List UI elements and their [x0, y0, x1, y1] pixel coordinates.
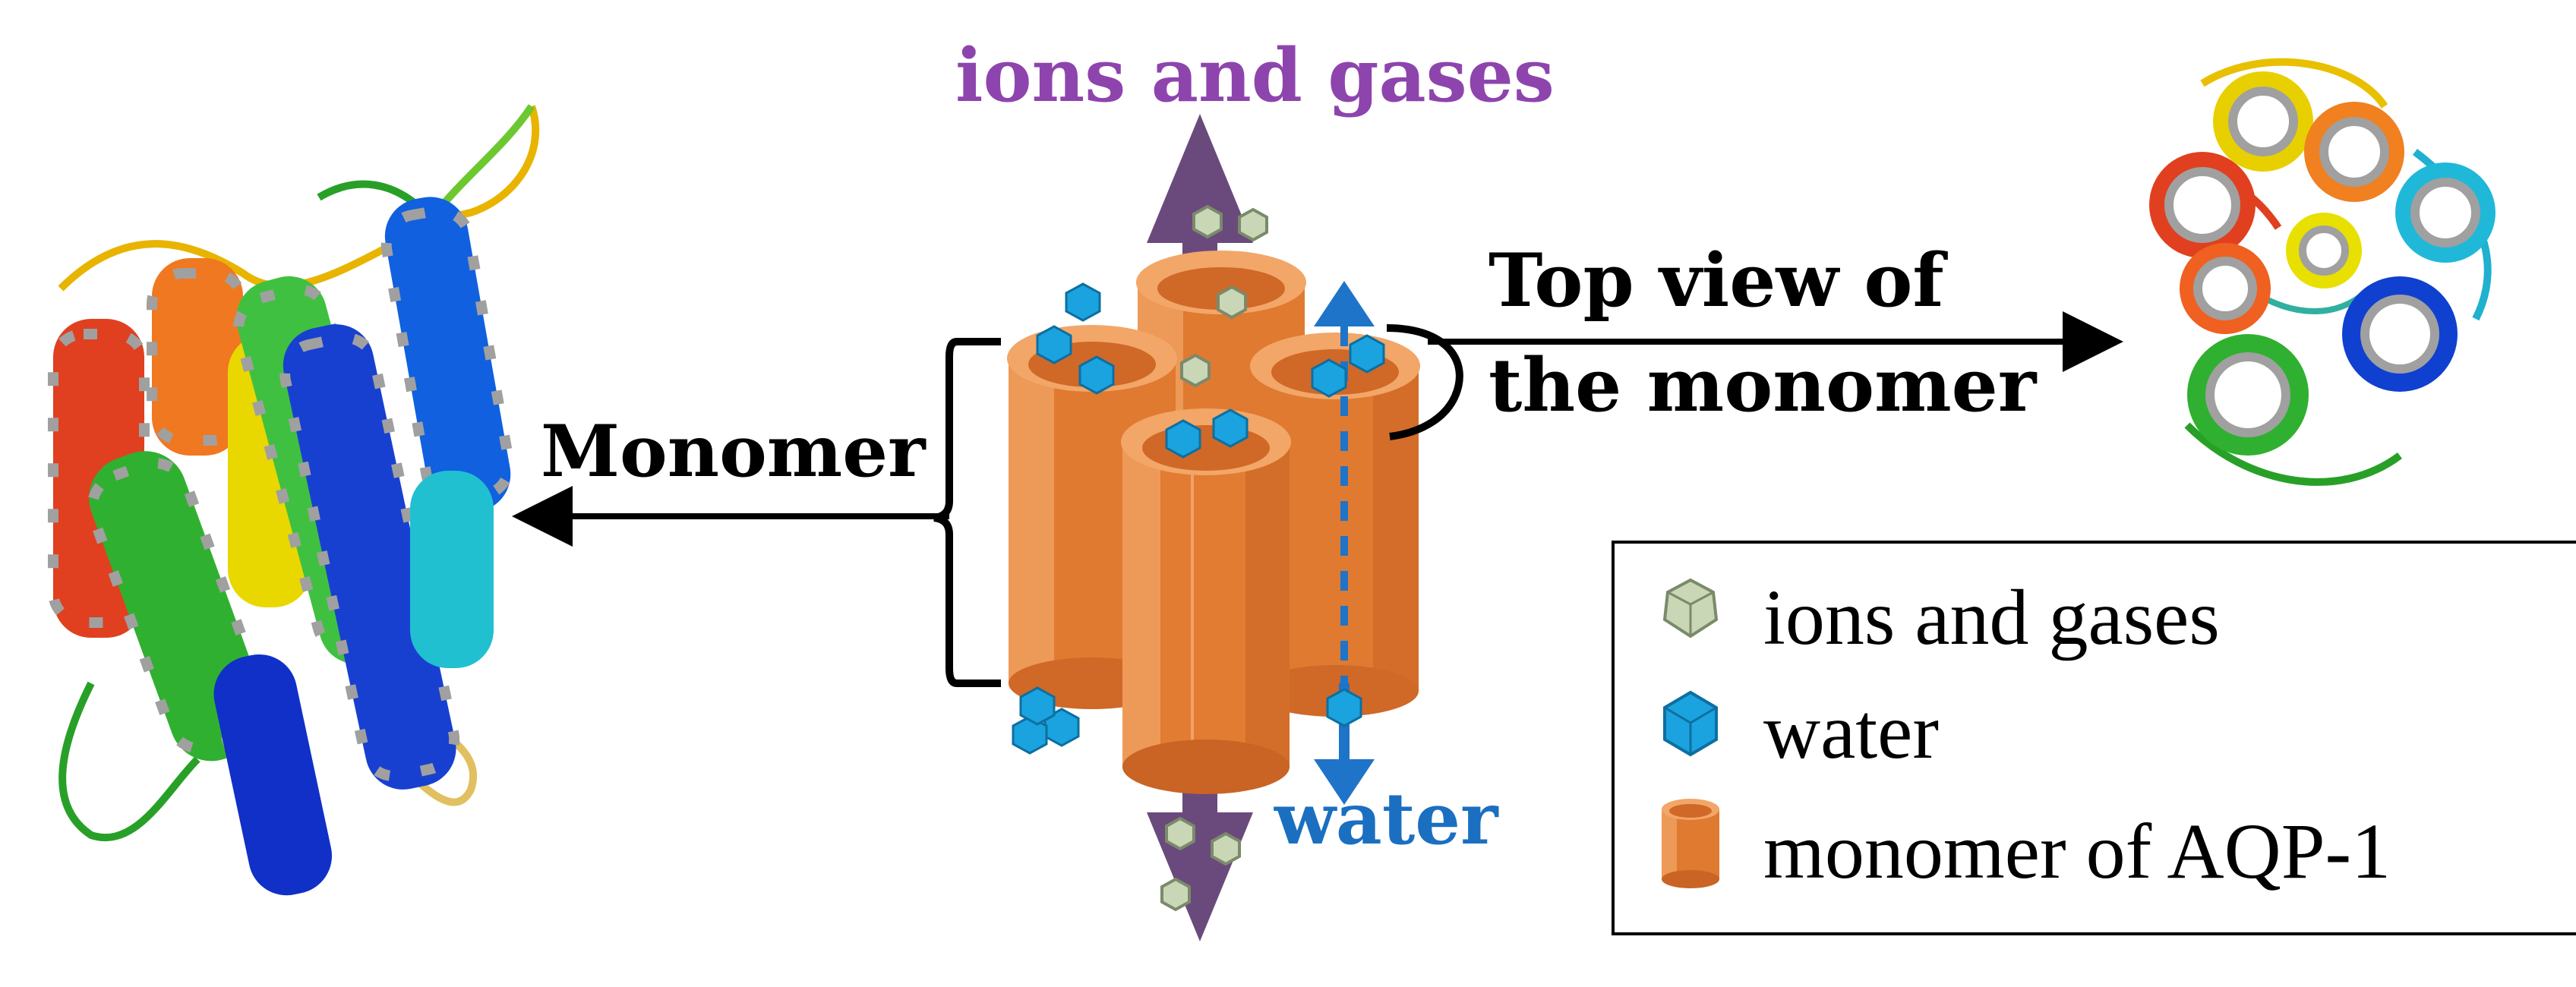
ion-gas-polyhedron-icon — [1662, 578, 1719, 639]
water-label: water — [1274, 777, 1498, 861]
octagonal-cylinder-icon — [1662, 799, 1719, 888]
water-hexagon-icon — [1663, 690, 1718, 757]
legend-item-ions: ions and gases — [1615, 562, 2576, 668]
legend-item-monomer: monomer of AQP-1 — [1615, 787, 2576, 893]
water-molecules — [1012, 282, 1385, 755]
top-view-label-line1: Top view of — [1488, 238, 1944, 323]
cylinder-front — [1121, 408, 1291, 794]
monomer-bracket — [933, 338, 1001, 687]
aqp1-tetramer — [1007, 251, 1420, 794]
monomer-label: Monomer — [541, 410, 926, 494]
monomer-top-view-structure — [2149, 58, 2496, 486]
legend-item-water: water — [1615, 676, 2576, 782]
ions-and-gases-label: ions and gases — [955, 33, 1555, 118]
legend-label-monomer: monomer of AQP-1 — [1763, 808, 2391, 895]
legend: ions and gases water monomer of AQP-1 — [1612, 541, 2576, 935]
ion-gas-molecules — [1160, 204, 1268, 912]
legend-label-water: water — [1763, 688, 1939, 775]
legend-label-ions: ions and gases — [1763, 574, 2220, 661]
top-view-arrow — [1386, 311, 2123, 440]
monomer-side-view-structure — [48, 104, 540, 896]
top-view-label-line2: the monomer — [1488, 342, 2037, 428]
